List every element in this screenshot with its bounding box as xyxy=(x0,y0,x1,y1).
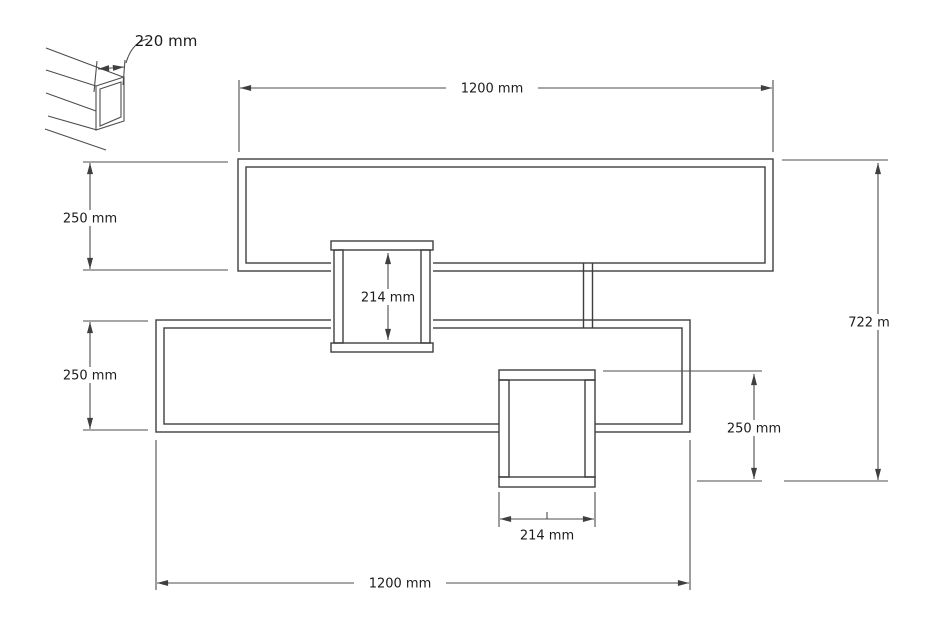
label-mask xyxy=(446,80,538,96)
upper-shelf-inner xyxy=(245,166,766,264)
corner-detail-view: 220 mm xyxy=(44,32,198,151)
dimension-line-detail-depth xyxy=(97,64,125,72)
detail-end-face-inner xyxy=(99,81,122,127)
dim-overall-height: 722 m xyxy=(782,159,894,480)
label-mask xyxy=(61,210,119,226)
label-mask xyxy=(61,367,119,383)
detail-edge-line xyxy=(45,47,124,78)
detail-edge-line xyxy=(45,92,97,112)
detail-edge-line xyxy=(45,69,97,87)
dim-label-bottom-width: 1200 mm xyxy=(369,577,432,592)
upper-box-bottom-cap xyxy=(330,342,434,353)
label-mask xyxy=(725,420,783,436)
dim-upper-box-height: 214 mm xyxy=(359,253,417,340)
upper-shelf xyxy=(237,158,774,272)
lower-box-left-wall xyxy=(498,379,510,478)
label-mask xyxy=(354,575,446,591)
dim-label-overall-height: 722 m xyxy=(848,316,890,331)
lower-box-mask xyxy=(499,370,595,487)
dim-lower-shelf-height: 250 mm xyxy=(61,320,148,431)
dim-label-upper-shelf-height: 250 mm xyxy=(63,212,117,227)
dim-label-top-width: 1200 mm xyxy=(461,82,524,97)
upper-box-right-wall xyxy=(420,249,431,344)
detail-edge-line xyxy=(44,128,107,151)
upper-shelf-outer xyxy=(237,158,774,272)
upper-box-top-cap xyxy=(330,240,434,251)
dim-lower-box-width: 214 mm xyxy=(498,492,596,544)
dim-lower-box-height: 250 mm xyxy=(603,370,888,482)
dim-label-upper-box-height: 214 mm xyxy=(361,291,415,306)
dim-label-lower-box-width: 214 mm xyxy=(520,529,574,544)
upper-box-left-wall xyxy=(333,249,344,344)
lower-box-right-wall xyxy=(584,379,596,478)
center-strut xyxy=(582,263,594,328)
extension-line xyxy=(122,59,126,86)
extension-line xyxy=(93,60,98,93)
lower-box-top-cap xyxy=(498,369,596,381)
detail-edge-line xyxy=(47,115,98,131)
dim-bottom-width: 1200 mm xyxy=(155,440,691,592)
dim-label-detail-depth: 220 mm xyxy=(135,32,198,50)
leader-line xyxy=(125,38,149,64)
label-mask xyxy=(359,289,417,305)
detail-end-face-outer xyxy=(95,76,125,131)
lower-connector-box xyxy=(498,369,596,488)
dim-top-width: 1200 mm xyxy=(238,80,774,152)
label-mask xyxy=(844,314,894,330)
dim-label-lower-box-height: 250 mm xyxy=(727,422,781,437)
lower-box-bottom-cap xyxy=(498,476,596,488)
dim-upper-shelf-height: 250 mm xyxy=(61,161,228,271)
dim-label-lower-shelf-height: 250 mm xyxy=(63,369,117,384)
